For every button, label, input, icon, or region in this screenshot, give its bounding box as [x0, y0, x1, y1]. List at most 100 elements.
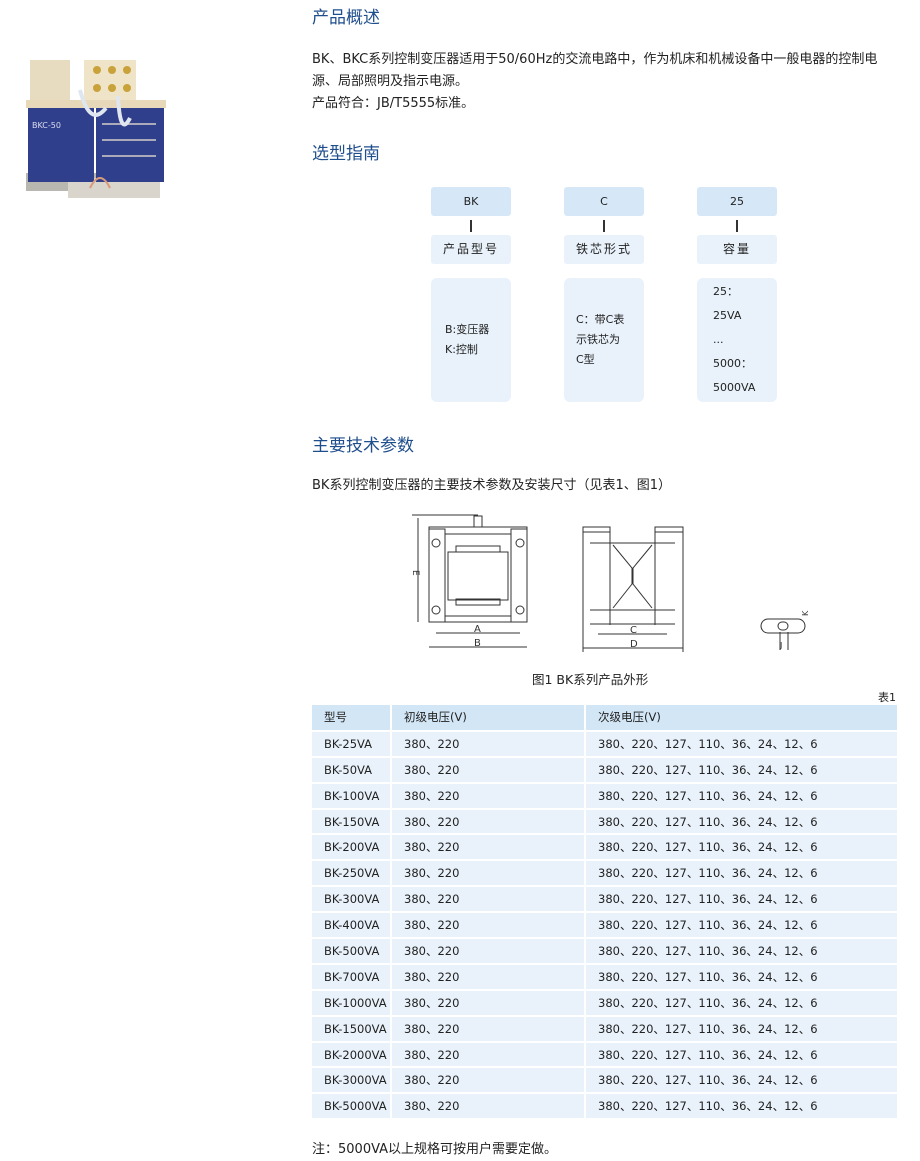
connector — [470, 220, 472, 232]
product-photo: BKC-50 — [26, 60, 166, 198]
guide-desc: 25： 25VA ... 5000： 5000VA — [697, 278, 777, 402]
connector — [736, 220, 738, 232]
primary-voltage-cell: 380、220 — [391, 963, 586, 991]
guide-desc-line: K:控制 — [445, 343, 478, 356]
secondary-voltage-cell: 380、220、127、110、36、24、12、6 — [585, 989, 897, 1017]
section-title-guide: 选型指南 — [312, 144, 380, 164]
footnote: 注：5000VA以上规格可按用户需要定做。 — [312, 1142, 558, 1157]
guide-code: 25 — [697, 187, 777, 216]
overview-standard: 产品符合：JB/T5555标准。 — [312, 96, 475, 111]
dim-label-b: B — [474, 638, 481, 649]
guide-desc-line: 25： — [713, 285, 738, 298]
model-cell: BK-3000VA — [312, 1067, 392, 1095]
table-label: 表1 — [878, 691, 896, 704]
dim-label-d: D — [630, 639, 638, 650]
guide-label: 容量 — [697, 235, 777, 264]
secondary-voltage-cell: 380、220、127、110、36、24、12、6 — [585, 808, 897, 836]
primary-voltage-cell: 380、220 — [391, 808, 586, 836]
primary-voltage-cell: 380、220 — [391, 756, 586, 784]
secondary-voltage-cell: 380、220、127、110、36、24、12、6 — [585, 912, 897, 940]
model-cell: BK-500VA — [312, 938, 392, 965]
model-cell: BK-1000VA — [312, 989, 392, 1017]
model-cell: BK-100VA — [312, 782, 392, 810]
model-cell: BK-300VA — [312, 886, 392, 914]
outline-drawing: E A B C D J K — [410, 514, 810, 652]
primary-voltage-cell: 380、220 — [391, 938, 586, 965]
slot-detail: J K — [760, 610, 810, 650]
secondary-voltage-cell: 380、220、127、110、36、24、12、6 — [585, 886, 897, 914]
col-header: 初级电压(V) — [391, 705, 586, 732]
primary-voltage-cell: 380、220 — [391, 1041, 586, 1069]
primary-voltage-cell: 380、220 — [391, 1015, 586, 1043]
model-cell: BK-50VA — [312, 756, 392, 784]
col-header: 次级电压(V) — [585, 705, 897, 732]
table-header-row: 型号 初级电压(V) 次级电压(V) — [312, 705, 897, 732]
guide-desc-line: C型 — [576, 353, 595, 366]
secondary-voltage-cell: 380、220、127、110、36、24、12、6 — [585, 782, 897, 810]
primary-voltage-cell: 380、220 — [391, 886, 586, 914]
model-cell: BK-250VA — [312, 860, 392, 888]
secondary-voltage-cell: 380、220、127、110、36、24、12、6 — [585, 963, 897, 991]
secondary-voltage-cell: 380、220、127、110、36、24、12、6 — [585, 938, 897, 965]
guide-desc-line: C：带C表 — [576, 313, 625, 326]
connector — [603, 220, 605, 232]
secondary-voltage-cell: 380、220、127、110、36、24、12、6 — [585, 860, 897, 888]
secondary-voltage-cell: 380、220、127、110、36、24、12、6 — [585, 1093, 897, 1121]
dim-label-a: A — [474, 624, 481, 635]
dim-label-k: K — [801, 610, 810, 616]
secondary-voltage-cell: 380、220、127、110、36、24、12、6 — [585, 756, 897, 784]
svg-text:BKC-50: BKC-50 — [32, 121, 61, 130]
guide-code: C — [564, 187, 644, 216]
model-cell: BK-5000VA — [312, 1093, 392, 1121]
guide-desc-line: B:变压器 — [445, 323, 490, 336]
secondary-voltage-cell: 380、220、127、110、36、24、12、6 — [585, 730, 897, 758]
primary-voltage-cell: 380、220 — [391, 912, 586, 940]
figure-caption: 图1 BK系列产品外形 — [532, 672, 649, 687]
model-cell: BK-25VA — [312, 730, 392, 758]
col-header: 型号 — [312, 705, 392, 732]
secondary-voltage-cell: 380、220、127、110、36、24、12、6 — [585, 1015, 897, 1043]
primary-voltage-cell: 380、220 — [391, 1093, 586, 1121]
guide-code: BK — [431, 187, 511, 216]
primary-voltage-cell: 380、220 — [391, 1067, 586, 1095]
dim-label-c: C — [630, 625, 637, 636]
model-cell: BK-400VA — [312, 912, 392, 940]
secondary-voltage-cell: 380、220、127、110、36、24、12、6 — [585, 1041, 897, 1069]
specs-intro: BK系列控制变压器的主要技术参数及安装尺寸（见表1、图1） — [312, 478, 671, 493]
model-cell: BK-200VA — [312, 834, 392, 862]
guide-desc-line: 5000： — [713, 357, 752, 370]
dim-label-j: J — [779, 641, 782, 650]
guide-label: 产品型号 — [431, 235, 511, 264]
model-cell: BK-150VA — [312, 808, 392, 836]
guide-desc-line: 示铁芯为 — [576, 333, 620, 346]
guide-desc-line: 5000VA — [713, 381, 756, 394]
primary-voltage-cell: 380、220 — [391, 989, 586, 1017]
dim-label-e: E — [410, 570, 420, 576]
guide-desc-line: 25VA — [713, 309, 742, 322]
primary-voltage-cell: 380、220 — [391, 834, 586, 862]
guide-desc-line: ... — [713, 333, 724, 346]
model-cell: BK-700VA — [312, 963, 392, 991]
primary-voltage-cell: 380、220 — [391, 782, 586, 810]
secondary-voltage-cell: 380、220、127、110、36、24、12、6 — [585, 834, 897, 862]
overview-paragraph: BK、BKC系列控制变压器适用于50/60Hz的交流电路中，作为机床和机械设备中… — [312, 52, 878, 89]
guide-desc: B:变压器 K:控制 — [431, 278, 511, 402]
model-cell: BK-1500VA — [312, 1015, 392, 1043]
side-view: C D — [582, 526, 684, 652]
primary-voltage-cell: 380、220 — [391, 860, 586, 888]
front-view: E A B — [410, 514, 528, 649]
primary-voltage-cell: 380、220 — [391, 730, 586, 758]
